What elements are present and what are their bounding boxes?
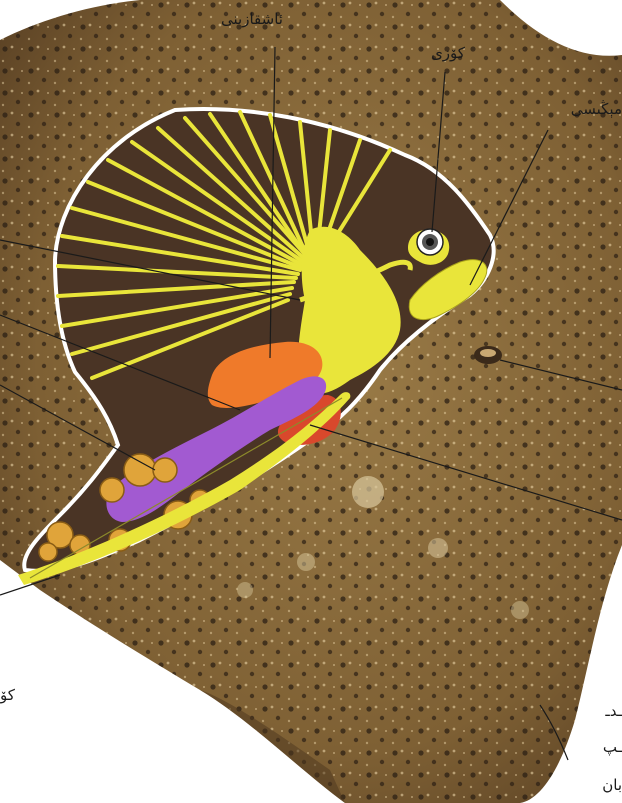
label-brain: مېڭىسى <box>571 100 622 119</box>
label-bottom-right-3: بان <box>602 776 622 794</box>
rosette-spot <box>428 538 448 558</box>
label-bottom-right-1: ـدـ <box>604 702 622 720</box>
label-left-partial: كۆ <box>0 686 16 704</box>
label-bottom-right-2: ـپ <box>603 738 622 757</box>
rosette-spot <box>237 582 253 598</box>
label-stomach: ئاشقازىنى <box>221 10 283 28</box>
spiracle <box>474 346 502 364</box>
rosette-spot <box>352 476 384 508</box>
rosette-spot <box>297 553 315 571</box>
rosette-spot <box>511 601 529 619</box>
label-eye: كۆزى <box>431 44 466 62</box>
